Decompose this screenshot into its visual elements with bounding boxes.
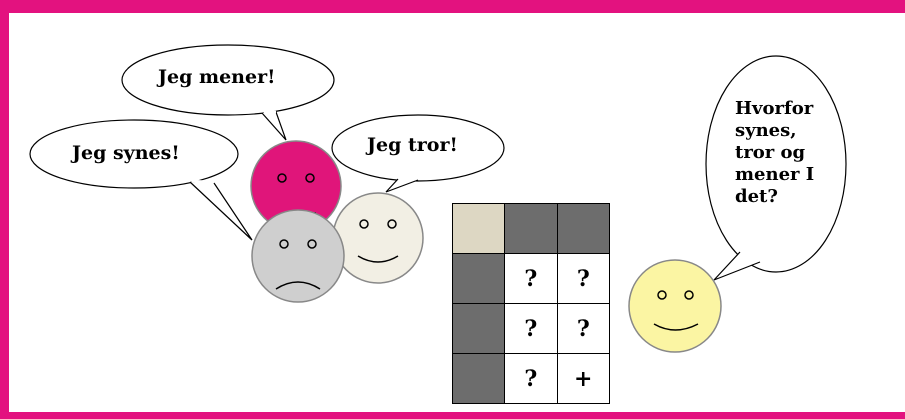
grid-cell: ? <box>504 253 558 304</box>
speech-bubble-mener <box>121 44 335 141</box>
grid-cell: + <box>556 353 611 404</box>
grid-cell: ? <box>504 353 558 404</box>
grid-cell: ? <box>504 303 558 354</box>
grid-header-cell <box>451 303 506 354</box>
grid-row: ? ? <box>451 253 611 304</box>
bubble-text-hvorfor: Hvorfor synes, tror og mener I det? <box>735 98 815 207</box>
bubble-text-mener: Jeg mener! <box>158 66 276 88</box>
grid-header-cell <box>451 353 506 404</box>
speech-bubble-hvorfor <box>705 55 847 281</box>
grid-cell: ? <box>556 303 611 354</box>
bubble-text-synes: Jeg synes! <box>72 142 180 164</box>
grid-row <box>451 203 611 254</box>
grid-header-cell <box>504 203 558 254</box>
question-grid: ? ? ? ? ? + <box>451 203 611 404</box>
grid-cell: ? <box>556 253 611 304</box>
bubble-text-tror: Jeg tror! <box>367 134 458 156</box>
grid-header-cell <box>556 203 611 254</box>
speech-bubble-tror <box>331 114 505 193</box>
grid-header-cell <box>451 253 506 304</box>
speech-bubble-synes <box>29 119 253 241</box>
yellow-smiley-face <box>628 259 722 353</box>
gray-sad-face <box>251 209 345 303</box>
grid-corner-cell <box>451 203 506 254</box>
cream-smiley-face <box>332 192 424 284</box>
grid-row: ? + <box>451 353 611 404</box>
grid-row: ? ? <box>451 303 611 354</box>
